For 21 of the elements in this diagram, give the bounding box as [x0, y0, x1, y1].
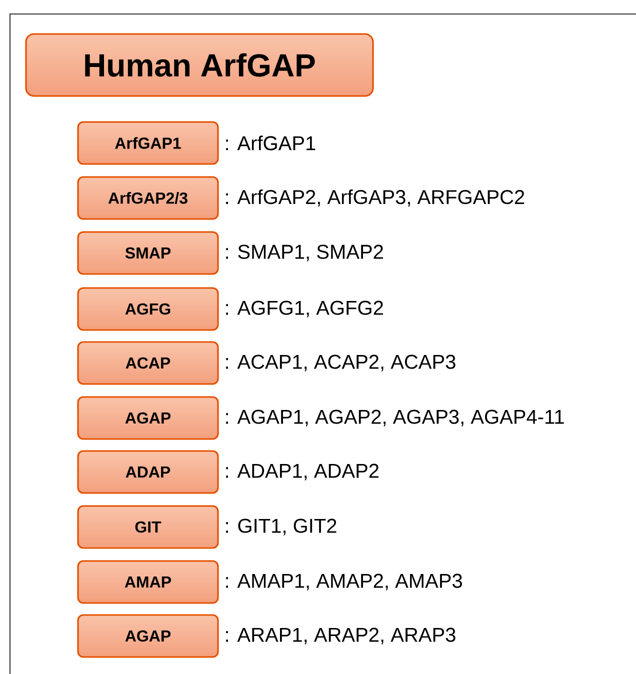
title-box: Human ArfGAP [25, 33, 374, 97]
family-box: ArfGAP1 [77, 121, 219, 165]
member-list: : AGAP1, AGAP2, AGAP3, AGAP4-11 [226, 410, 564, 426]
family-box: AMAP [77, 560, 219, 604]
family-box: ADAP [77, 450, 219, 494]
member-list: : SMAP1, SMAP2 [226, 244, 383, 262]
family-box: ArfGAP2/3 [77, 176, 219, 220]
member-list: : ADAP1, ADAP2 [226, 464, 378, 480]
member-list: : AGFG1, AGFG2 [226, 300, 383, 318]
member-list: : ACAP1, ACAP2, ACAP3 [226, 354, 456, 372]
family-box: SMAP [77, 231, 219, 275]
family-box: AGAP [77, 396, 219, 440]
member-list: : ArfGAP1 [226, 136, 316, 150]
family-box: GIT [77, 505, 219, 549]
member-list: : AMAP1, AMAP2, AMAP3 [226, 574, 462, 590]
member-list: : GIT1, GIT2 [226, 518, 336, 536]
family-box: ACAP [77, 341, 219, 385]
family-box: AGFG [77, 287, 219, 331]
family-box: AGAP [77, 614, 219, 658]
member-list: : ARAP1, ARAP2, ARAP3 [226, 628, 456, 644]
member-list: : ArfGAP2, ArfGAP3, ARFGAPC2 [226, 189, 524, 206]
